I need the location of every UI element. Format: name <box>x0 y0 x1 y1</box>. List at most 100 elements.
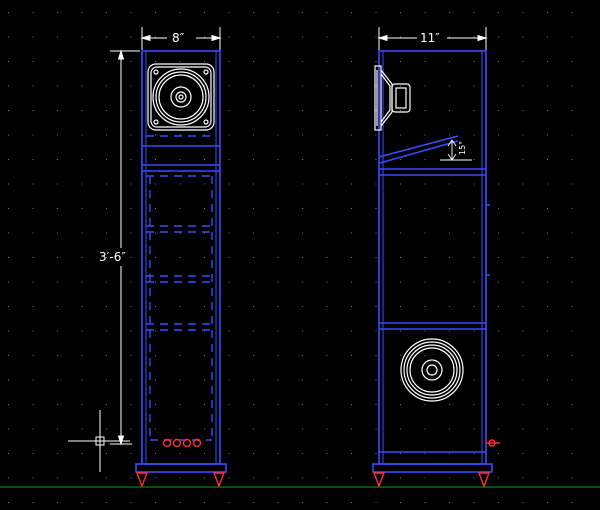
angle-dimension <box>440 139 472 161</box>
grid-dot <box>351 134 352 136</box>
grid-dot <box>204 110 205 111</box>
grid-dot <box>375 502 377 503</box>
grid-dot <box>8 428 9 430</box>
grid-dot <box>522 281 524 283</box>
grid-dot <box>449 12 450 13</box>
grid-dot <box>130 379 132 381</box>
grid-dot <box>57 12 58 13</box>
grid-dot <box>204 428 205 430</box>
grid-dot <box>81 502 83 503</box>
grid-dot <box>302 36 303 38</box>
grid-dot <box>449 183 450 185</box>
grid-dot <box>57 404 58 405</box>
grid-dot <box>498 502 499 503</box>
grid-dot <box>351 355 352 356</box>
side-depth-label: 11″ <box>420 31 440 45</box>
speaker-driver-icon[interactable] <box>147 63 215 131</box>
grid-dot <box>449 379 450 381</box>
grid-dot <box>155 306 156 307</box>
grid-dot <box>326 12 328 13</box>
grid-dot <box>302 477 303 479</box>
grid-dot <box>204 404 205 405</box>
grid-dot <box>473 404 475 405</box>
grid-dot <box>351 85 352 87</box>
grid-dot <box>155 12 156 13</box>
grid-dot <box>228 134 230 136</box>
grid-dot <box>277 257 279 258</box>
grid-dot <box>375 85 377 87</box>
snap-grid <box>8 12 573 503</box>
front-hidden-lines <box>146 135 216 441</box>
grid-dot <box>498 355 499 356</box>
grid-dot <box>547 12 548 13</box>
grid-dot <box>424 281 426 283</box>
speaker-driver-icon[interactable] <box>400 338 464 402</box>
grid-dot <box>302 183 303 185</box>
grid-dot <box>106 281 107 283</box>
grid-dot <box>302 281 303 283</box>
grid-dot <box>32 183 34 185</box>
grid-dot <box>498 12 499 13</box>
grid-dot <box>571 477 573 479</box>
grid-dot <box>424 61 426 62</box>
grid-dot <box>155 36 156 38</box>
front-view[interactable] <box>135 50 227 473</box>
grid-dot <box>424 404 426 405</box>
grid-dot <box>130 110 132 111</box>
grid-dot <box>32 134 34 136</box>
grid-dot <box>179 355 181 356</box>
grid-dot <box>302 257 303 258</box>
grid-dot <box>179 12 181 13</box>
grid-dot <box>179 257 181 258</box>
grid-dot <box>130 453 132 454</box>
grid-dot <box>400 134 401 136</box>
grid-dot <box>522 85 524 87</box>
grid-dot <box>449 477 450 479</box>
grid-dot <box>400 183 401 185</box>
grid-dot <box>449 110 450 111</box>
grid-dot <box>32 453 34 454</box>
grid-dot <box>179 159 181 160</box>
grid-dot <box>571 428 573 430</box>
grid-dot <box>522 159 524 160</box>
grid-dot <box>277 61 279 62</box>
grid-dot <box>424 36 426 38</box>
grid-dot <box>302 208 303 209</box>
grid-dot <box>449 257 450 258</box>
grid-dot <box>277 12 279 13</box>
crosshair-icon[interactable] <box>68 410 130 472</box>
grid-dot <box>547 61 548 62</box>
grid-dot <box>351 281 352 283</box>
grid-dot <box>400 159 401 160</box>
grid-dot <box>375 281 377 283</box>
grid-dot <box>253 306 254 307</box>
grid-dot <box>498 257 499 258</box>
grid-dot <box>253 61 254 62</box>
grid-dot <box>204 379 205 381</box>
grid-dot <box>473 85 475 87</box>
grid-dot <box>302 85 303 87</box>
grid-dot <box>326 61 328 62</box>
grid-dot <box>277 379 279 381</box>
grid-dot <box>57 183 58 185</box>
front-base-plinth <box>135 463 227 473</box>
grid-dot <box>155 110 156 111</box>
grid-dot <box>106 61 107 62</box>
grid-dot <box>473 379 475 381</box>
grid-dot <box>57 159 58 160</box>
grid-dot <box>547 232 548 234</box>
grid-dot <box>130 281 132 283</box>
grid-dot <box>106 330 107 332</box>
grid-dot <box>351 502 352 503</box>
grid-dot <box>228 208 230 209</box>
speaker-driver-icon[interactable] <box>374 65 411 131</box>
grid-dot <box>400 12 401 13</box>
grid-dot <box>228 281 230 283</box>
grid-dot <box>204 36 205 38</box>
grid-dot <box>253 208 254 209</box>
grid-dot <box>473 134 475 136</box>
grid-dot <box>106 183 107 185</box>
grid-dot <box>375 110 377 111</box>
grid-dot <box>326 232 328 234</box>
